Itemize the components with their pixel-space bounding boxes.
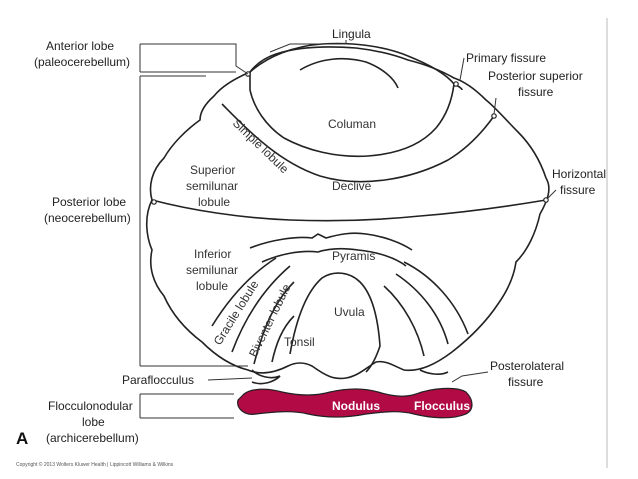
pyramis-lower-line [261,247,407,267]
label-paraflocculus: Paraflocculus [122,373,194,387]
lingula-leader [269,40,347,53]
uvula-outline [289,272,381,373]
label-anterior-lobe-2: (paleocerebellum) [34,55,130,69]
gracile-line-2 [231,265,291,353]
right-line-2 [395,273,449,345]
lingula-fold [299,57,399,89]
horizontal-fissure-leader [547,189,557,199]
region-superior-semilunar-3: lobule [198,195,230,209]
label-flocculonodular-2: lobe [82,415,105,429]
paraflocculus-leader [207,377,253,381]
anterior-bracket-top [140,43,249,75]
primary-fissure-notch [453,81,459,87]
tonsil-line [271,315,295,363]
post-sup-fissure-notch [491,113,497,119]
label-flocculonodular-3: (archicerebellum) [46,431,139,445]
region-nodulus: Nodulus [332,399,380,413]
region-simple-lobule: Simple lobule [230,116,292,176]
label-horizontal-fissure-2: fissure [560,183,596,197]
region-pyramis: Pyramis [332,249,375,263]
region-tonsil: Tonsil [284,335,315,349]
region-flocculus: Flocculus [414,399,470,413]
horizontal-fissure-line [151,199,547,222]
gracile-line-1 [211,257,277,327]
region-inferior-semilunar-3: lobule [196,279,228,293]
post-sup-fissure-leader [493,97,497,115]
posterolateral-leader [451,371,489,383]
paraflocculus-left [251,369,281,385]
copyright-text: Copyright © 2013 Wolters Kluwer Health |… [16,461,174,468]
right-line-3 [383,285,425,357]
right-line-1 [403,261,469,335]
posterior-superior-fissure-line [221,103,495,183]
label-anterior-lobe-1: Anterior lobe [46,39,114,53]
label-primary-fissure: Primary fissure [466,51,546,65]
region-superior-semilunar-2: semilunar [186,179,238,193]
label-posterolateral-fissure-2: fissure [508,375,544,389]
horizontal-fissure-notch [543,197,549,203]
region-inferior-semilunar-1: Inferior [194,247,231,261]
pyramis-upper-line [249,232,413,251]
biventer-line [253,281,295,365]
nodulus-flocculus [237,387,473,419]
region-uvula: Uvula [334,305,365,319]
region-declive: Declive [332,179,372,193]
region-culmen: Columan [328,117,376,131]
cerebellum-body [145,46,550,380]
region-inferior-semilunar-2: semilunar [186,263,238,277]
label-posterolateral-fissure-1: Posterolateral [490,359,564,373]
label-post-sup-fissure-2: fissure [518,85,554,99]
primary-fissure-leader [459,57,465,81]
paraflocculus-right [419,369,449,375]
label-post-sup-fissure-1: Posterior superior [488,69,583,83]
label-lingula: Lingula [332,27,371,41]
label-posterior-lobe-2: (neocerebellum) [44,211,131,225]
label-posterior-lobe-1: Posterior lobe [52,195,126,209]
label-horizontal-fissure-1: Horizontal [552,167,606,181]
label-flocculonodular-1: Flocculonodular [48,399,133,413]
culmen-region [249,42,455,158]
panel-letter: A [16,429,28,448]
region-superior-semilunar-1: Superior [190,163,235,177]
horizontal-fissure-notch-left [151,199,157,205]
